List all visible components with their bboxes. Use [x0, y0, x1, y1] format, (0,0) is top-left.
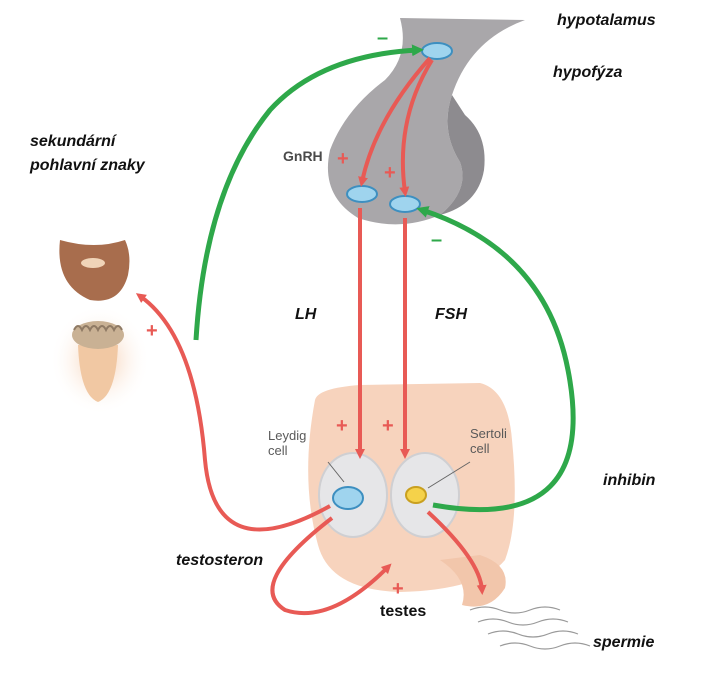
leydig-label-line2: cell: [268, 443, 306, 458]
sertoli-cell-label: Sertoli cell: [470, 426, 507, 456]
plus-sign-testes: +: [392, 578, 404, 601]
leydig-label-line1: Leydig: [268, 428, 306, 443]
sertoli-label-line1: Sertoli: [470, 426, 507, 441]
sperm-icon: [470, 607, 590, 649]
pituitary-cell-left: [347, 186, 377, 202]
minus-sign-pituitary: –: [431, 229, 442, 252]
minus-sign-hypothalamus: –: [377, 27, 388, 50]
sperm-label: spermie: [593, 634, 654, 652]
secondary-label-line2: pohlavní znaky: [30, 154, 145, 178]
testosterone-arrow-secondary: [140, 296, 330, 530]
leydig-nucleus: [333, 487, 363, 509]
chest-hair-icon: [50, 305, 150, 415]
pituitary-cell-right: [390, 196, 420, 212]
testosterone-label: testosteron: [176, 552, 263, 570]
plus-sign-lh: +: [336, 415, 348, 438]
testes-label: testes: [380, 603, 426, 621]
leydig-cell-label: Leydig cell: [268, 428, 306, 458]
inhibin-label: inhibin: [603, 472, 655, 490]
secondary-sex-characteristics-label: sekundární pohlavní znaky: [30, 130, 145, 178]
plus-sign-gnrh-left: +: [337, 148, 349, 171]
secondary-label-line1: sekundární: [30, 130, 145, 154]
hypothalamus-neuron: [422, 43, 452, 59]
fsh-label: FSH: [435, 306, 467, 324]
plus-sign-secondary: +: [146, 320, 158, 343]
plus-sign-gnrh-right: +: [384, 162, 396, 185]
hypothalamus-label: hypotalamus: [557, 12, 656, 30]
sertoli-nucleus: [406, 487, 426, 503]
plus-sign-fsh: +: [382, 415, 394, 438]
gnrh-label: GnRH: [283, 148, 323, 164]
beard-icon: [59, 240, 129, 301]
sertoli-label-line2: cell: [470, 441, 507, 456]
pituitary-label: hypofýza: [553, 64, 622, 82]
lh-label: LH: [295, 306, 316, 324]
